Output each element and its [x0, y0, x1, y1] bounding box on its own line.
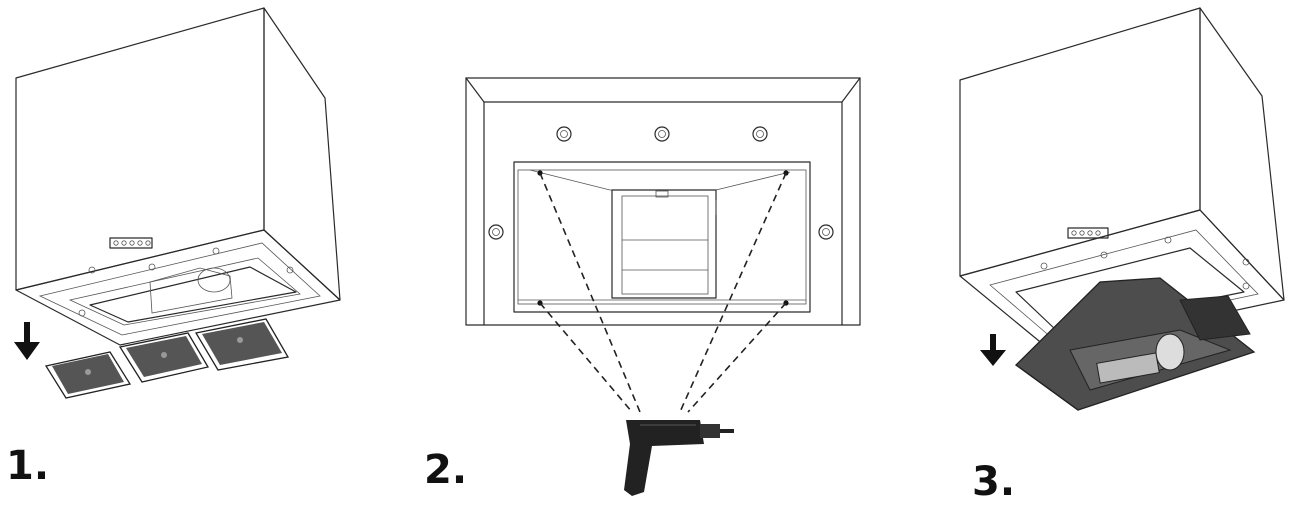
screw-guide-lines	[539, 172, 787, 413]
filter-panel	[194, 318, 290, 371]
drill-icon	[624, 420, 734, 496]
down-arrow-icon	[980, 334, 1006, 366]
step-3-illustration	[959, 7, 1285, 411]
down-arrow-icon	[14, 322, 40, 360]
control-panel	[109, 237, 153, 249]
step-3-label: 3.	[972, 459, 1016, 505]
step-2-illustration	[465, 77, 861, 496]
step-2-label: 2.	[424, 447, 468, 493]
control-panel	[1067, 227, 1109, 239]
step-1-label: 1.	[6, 443, 50, 489]
motor-unit	[1014, 277, 1256, 411]
hood-underside-view	[465, 77, 861, 326]
grease-filters	[44, 318, 290, 399]
hood-1	[15, 7, 341, 346]
filter-panel	[118, 332, 210, 383]
hood-3	[959, 7, 1285, 351]
step-1-illustration	[14, 7, 341, 399]
filter-panel	[44, 351, 132, 399]
